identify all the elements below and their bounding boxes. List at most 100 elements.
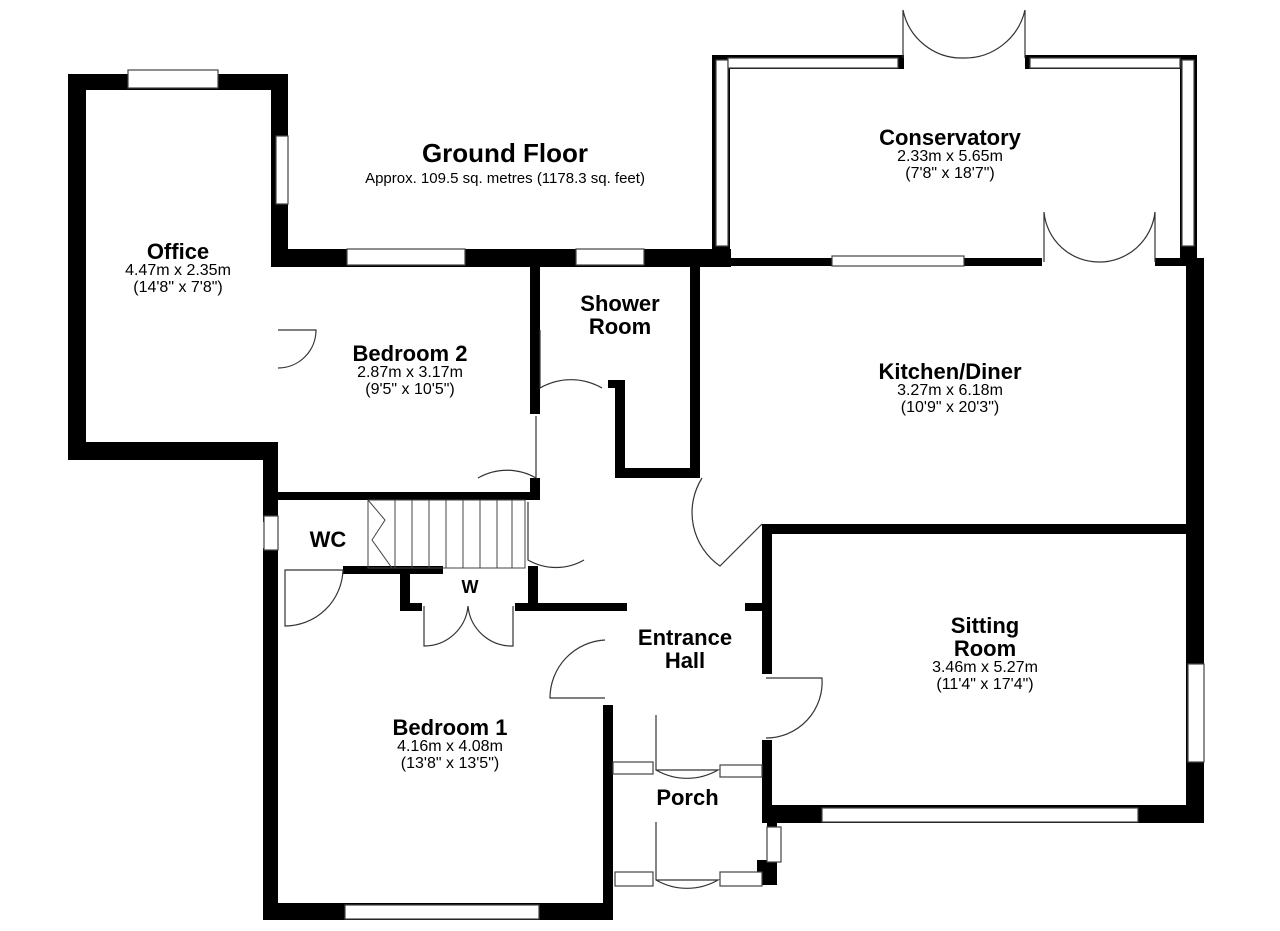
- front-door: [655, 822, 721, 889]
- wardrobe-door-left: [423, 605, 469, 647]
- shower-south-stub: [615, 380, 625, 476]
- porch-window-right: [719, 764, 763, 778]
- room-label-sitting: Sitting Room 3.46m x 5.27m (11'4" x 17'4…: [860, 614, 1110, 694]
- kitchen-door-left: [1043, 211, 1100, 263]
- kitchen-window: [831, 255, 965, 267]
- sitting-window-south: [821, 807, 1139, 823]
- porch-window-front-left: [614, 871, 654, 887]
- room-imperial: (10'9" x 20'3"): [900, 398, 1000, 416]
- room-name: Conservatory: [879, 125, 1021, 150]
- wardrobe-west-wall: [400, 566, 410, 611]
- windows: [127, 57, 1205, 920]
- room-label-porch: Porch: [630, 786, 745, 809]
- conservatory-glazing-north-right: [1029, 57, 1181, 69]
- room-label-hall: Entrance Hall: [610, 626, 760, 672]
- conservatory-door-right: [962, 9, 1026, 59]
- bedroom2-south-wall: [278, 492, 540, 500]
- hall-stub-wall: [530, 478, 540, 500]
- wc-south-wall: [343, 566, 443, 574]
- conservatory-south-wall-right: [1155, 258, 1200, 266]
- shower-door-jamb: [608, 380, 625, 388]
- bedroom2-east-wall: [530, 264, 540, 414]
- conservatory-glazing-west: [715, 59, 729, 247]
- room-name-line2: Hall: [664, 648, 706, 674]
- bedroom1-window: [344, 904, 540, 920]
- room-name: Porch: [656, 785, 719, 810]
- shower-east-wall: [690, 264, 700, 476]
- north-wall: [271, 249, 731, 267]
- office-window-north: [127, 69, 219, 89]
- office-west-wall: [68, 74, 86, 460]
- room-name: Kitchen/Diner: [878, 359, 1022, 384]
- shower-window: [575, 248, 645, 266]
- room-metric: 4.16m x 4.08m: [397, 738, 503, 756]
- bedroom2-door: [477, 416, 537, 480]
- office-window-east: [275, 135, 289, 205]
- room-label-conservatory: Conservatory 2.33m x 5.65m (7'8" x 18'7"…: [820, 126, 1080, 183]
- kitchen-door-right: [1098, 211, 1156, 263]
- room-metric: 2.87m x 3.17m: [357, 364, 463, 382]
- room-name: WC: [309, 527, 347, 552]
- bedroom1-north-wall: [515, 603, 627, 611]
- kitchen-door: [691, 477, 763, 567]
- bedroom2-window: [346, 248, 466, 266]
- plan-subtitle: Approx. 109.5 sq. metres (1178.3 sq. fee…: [365, 170, 645, 188]
- room-label-kitchen: Kitchen/Diner 3.27m x 6.18m (10'9" x 20'…: [820, 360, 1080, 417]
- room-label-office: Office 4.47m x 2.35m (14'8" x 7'8"): [88, 240, 268, 297]
- room-imperial: (11'4" x 17'4"): [936, 675, 1034, 693]
- room-name: Bedroom 1: [392, 715, 508, 740]
- room-metric: 4.47m x 2.35m: [125, 262, 231, 280]
- west-wall-upper: [263, 442, 278, 522]
- room-imperial: (13'8" x 13'5"): [400, 754, 500, 772]
- wardrobe-east-wall: [528, 566, 538, 611]
- kitchen-sitting-wall: [762, 524, 1192, 534]
- room-label-wardrobe: W: [440, 578, 500, 597]
- wc-door: [284, 569, 344, 627]
- room-name: W: [461, 577, 479, 597]
- conservatory-glazing-north-left: [727, 57, 899, 69]
- sitting-window-east: [1187, 663, 1205, 763]
- room-imperial: (7'8" x 18'7"): [905, 164, 995, 182]
- room-imperial: (9'5" x 10'5"): [365, 380, 455, 398]
- room-metric: 2.33m x 5.65m: [897, 148, 1003, 166]
- room-name: Office: [146, 239, 210, 264]
- stairs: [367, 499, 526, 569]
- bedroom1-door: [549, 639, 606, 699]
- plan-heading: Ground Floor Approx. 109.5 sq. metres (1…: [300, 138, 710, 188]
- conservatory-door-left: [902, 9, 964, 59]
- porch-window-front-right: [719, 871, 763, 887]
- wc-window: [263, 515, 279, 551]
- room-metric: 3.46m x 5.27m: [932, 659, 1038, 677]
- room-name-line1: Shower: [580, 291, 660, 316]
- office-south-wall: [68, 442, 278, 460]
- plan-title: Ground Floor: [421, 138, 589, 168]
- room-label-wc: WC: [292, 528, 364, 551]
- hall-stub-right: [745, 603, 767, 611]
- room-name-line2: Room: [953, 636, 1017, 662]
- room-name-line1: Sitting: [950, 613, 1020, 638]
- wardrobe-jamb-left: [400, 603, 422, 611]
- room-metric: 3.27m x 6.18m: [897, 382, 1003, 400]
- cupboard-door: [527, 502, 585, 569]
- room-label-bedroom1: Bedroom 1 4.16m x 4.08m (13'8" x 13'5"): [330, 716, 570, 773]
- room-label-shower: Shower Room: [548, 292, 692, 338]
- room-name: Bedroom 2: [352, 341, 468, 366]
- bedroom1-east-wall: [603, 705, 613, 915]
- room-name-line2: Room: [588, 314, 652, 340]
- conservatory-glazing-east: [1181, 59, 1195, 247]
- room-name-line1: Entrance: [637, 625, 733, 650]
- porch-window-east: [766, 826, 782, 863]
- doors: [277, 9, 1156, 889]
- porch-window-left: [612, 761, 654, 775]
- office-door: [277, 329, 317, 369]
- west-wall-lower: [263, 548, 278, 920]
- sitting-door: [765, 677, 823, 739]
- room-label-bedroom2: Bedroom 2 2.87m x 3.17m (9'5" x 10'5"): [300, 342, 520, 399]
- shower-door: [539, 330, 603, 390]
- sitting-west-wall-lower: [762, 740, 772, 810]
- wardrobe-door-right: [467, 605, 514, 647]
- shower-south-wall: [615, 468, 700, 478]
- room-imperial: (14'8" x 7'8"): [133, 278, 223, 296]
- porch-inner-door: [655, 715, 721, 779]
